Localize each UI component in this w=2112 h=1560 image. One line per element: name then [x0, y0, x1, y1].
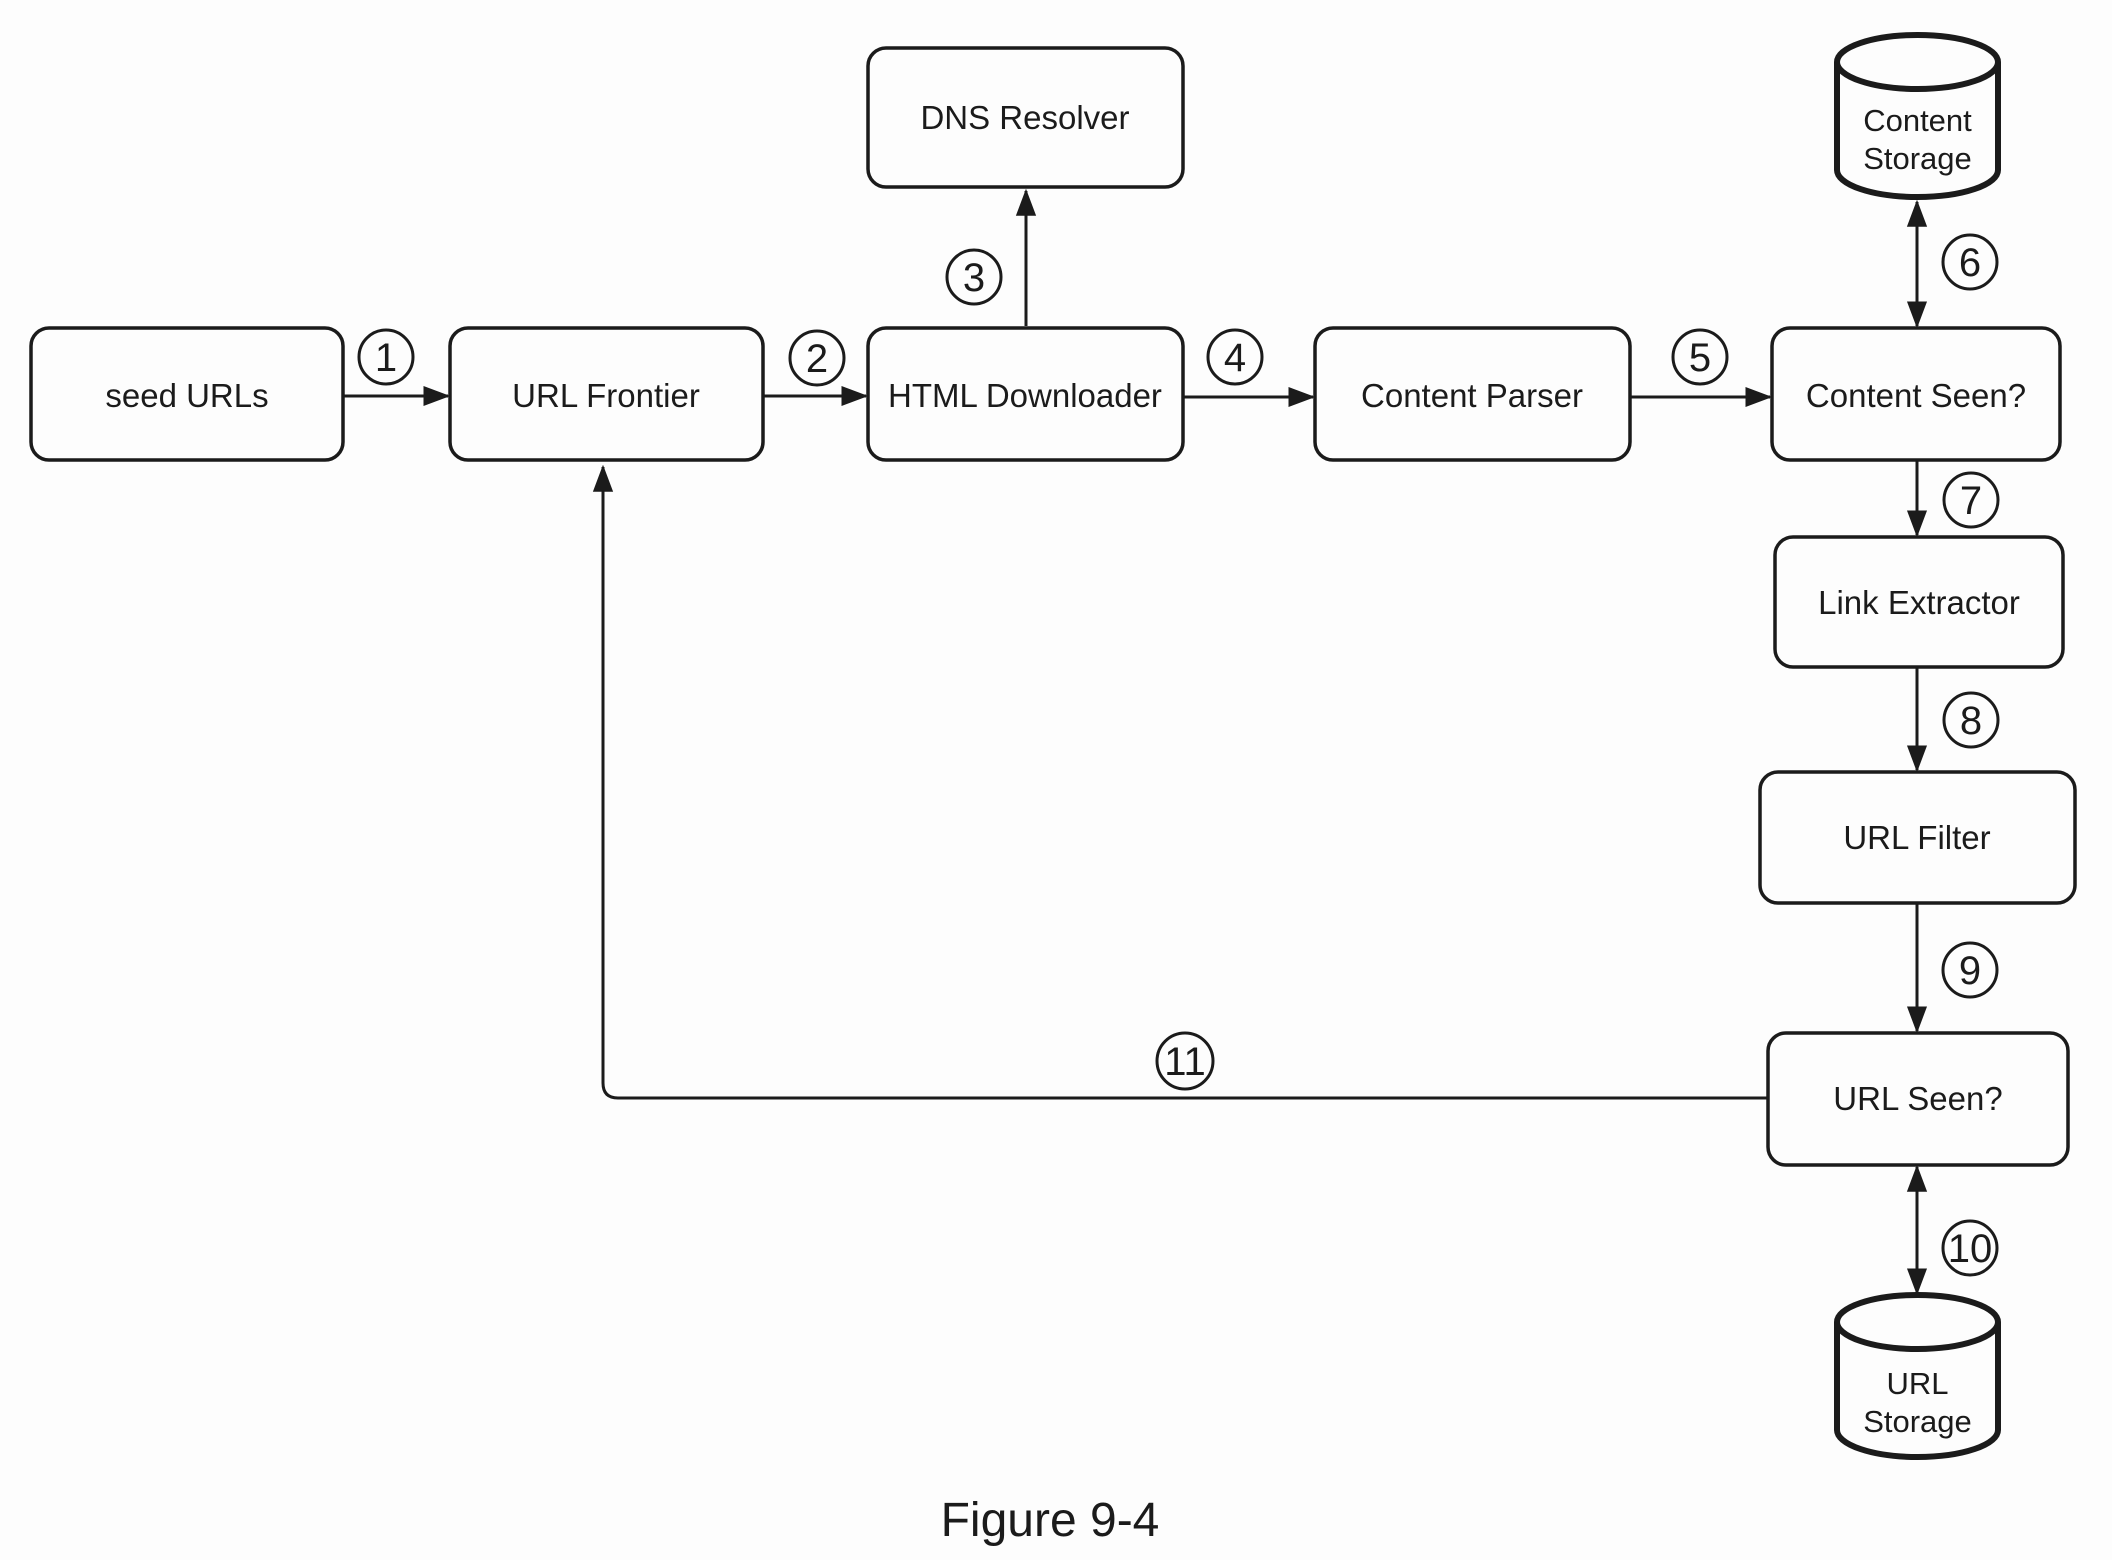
- node-content-storage: Content Storage: [1834, 32, 2001, 200]
- step-badge-10-number: 10: [1948, 1227, 1993, 1271]
- url-storage-label-line2: Storage: [1863, 1404, 1972, 1439]
- step-badge-6: 6: [1941, 233, 1999, 291]
- seed-urls-label: seed URLs: [105, 377, 268, 414]
- edge-11-urlseen-to-frontier: [592, 464, 1768, 1100]
- step-badge-2-circle: [788, 329, 846, 387]
- url-storage-cylinder-body: [1834, 1322, 2001, 1460]
- nodes: seed URLs URL Frontier DNS Resolver HTML…: [29, 32, 2077, 1460]
- node-url-filter: URL Filter: [1758, 770, 2077, 905]
- step-badge-8-circle: [1942, 691, 2000, 749]
- step-badge-9-number: 9: [1959, 949, 1981, 993]
- step-badge-7-number: 7: [1960, 479, 1982, 523]
- step-badge-4: 4: [1206, 328, 1264, 386]
- content-parser-box: [1313, 326, 1632, 462]
- content-parser-label: Content Parser: [1361, 377, 1583, 414]
- url-filter-label: URL Filter: [1843, 819, 1990, 856]
- step-badge-1: 1: [357, 328, 415, 386]
- step-badge-2: 2: [788, 329, 846, 387]
- content-seen-label: Content Seen?: [1806, 377, 2026, 414]
- step-badge-9-circle: [1941, 941, 1999, 999]
- content-storage-cylinder-body: [1834, 62, 2001, 200]
- seed-urls-box: [29, 326, 345, 462]
- node-dns-resolver: DNS Resolver: [866, 46, 1185, 189]
- step-badge-3-circle: [945, 248, 1003, 306]
- step-badge-5: 5: [1671, 328, 1729, 386]
- content-seen-box: [1770, 326, 2062, 462]
- step-badge-9: 9: [1941, 941, 1999, 999]
- edges: [343, 188, 1928, 1296]
- node-html-downloader: HTML Downloader: [866, 326, 1185, 462]
- dns-resolver-box: [866, 46, 1185, 189]
- step-badge-3-number: 3: [963, 256, 985, 300]
- step-badges: 1 2 3 4 5 6 7: [357, 233, 2000, 1277]
- url-frontier-box: [448, 326, 765, 462]
- node-url-storage: URL Storage: [1834, 1292, 2001, 1460]
- step-badge-8: 8: [1942, 691, 2000, 749]
- content-storage-cylinder-top: [1834, 32, 2001, 92]
- url-seen-box: [1766, 1031, 2070, 1167]
- step-badge-4-number: 4: [1224, 336, 1246, 380]
- step-badge-7-circle: [1942, 471, 2000, 529]
- step-badge-5-number: 5: [1689, 336, 1711, 380]
- step-badge-11-number: 11: [1164, 1040, 1206, 1084]
- step-badge-3: 3: [945, 248, 1003, 306]
- step-badge-11-circle: [1155, 1031, 1215, 1091]
- step-badge-11: 11: [1155, 1031, 1215, 1091]
- step-badge-1-circle: [357, 328, 415, 386]
- node-content-seen: Content Seen?: [1770, 326, 2062, 462]
- url-seen-label: URL Seen?: [1833, 1080, 2002, 1117]
- step-badge-10-circle: [1941, 1219, 1999, 1277]
- step-badge-10: 10: [1941, 1219, 1999, 1277]
- node-content-parser: Content Parser: [1313, 326, 1632, 462]
- step-badge-1-number: 1: [375, 336, 397, 380]
- html-downloader-box: [866, 326, 1185, 462]
- node-url-frontier: URL Frontier: [448, 326, 765, 462]
- url-frontier-label: URL Frontier: [512, 377, 700, 414]
- html-downloader-label: HTML Downloader: [888, 377, 1162, 414]
- step-badge-6-circle: [1941, 233, 1999, 291]
- content-storage-label-line1: Content: [1863, 103, 1972, 138]
- node-url-seen: URL Seen?: [1766, 1031, 2070, 1167]
- url-storage-label-line1: URL: [1886, 1366, 1948, 1401]
- link-extractor-label: Link Extractor: [1818, 584, 2020, 621]
- step-badge-8-number: 8: [1960, 699, 1982, 743]
- node-seed-urls: seed URLs: [29, 326, 345, 462]
- content-storage-label-line2: Storage: [1863, 141, 1972, 176]
- step-badge-2-number: 2: [806, 337, 828, 381]
- node-link-extractor: Link Extractor: [1773, 535, 2065, 669]
- step-badge-6-number: 6: [1959, 241, 1981, 285]
- step-badge-4-circle: [1206, 328, 1264, 386]
- link-extractor-box: [1773, 535, 2065, 669]
- step-badge-7: 7: [1942, 471, 2000, 529]
- dns-resolver-label: DNS Resolver: [920, 99, 1129, 136]
- url-filter-box: [1758, 770, 2077, 905]
- url-storage-cylinder-top: [1834, 1292, 2001, 1352]
- step-badge-5-circle: [1671, 328, 1729, 386]
- figure-caption: Figure 9-4: [941, 1494, 1160, 1547]
